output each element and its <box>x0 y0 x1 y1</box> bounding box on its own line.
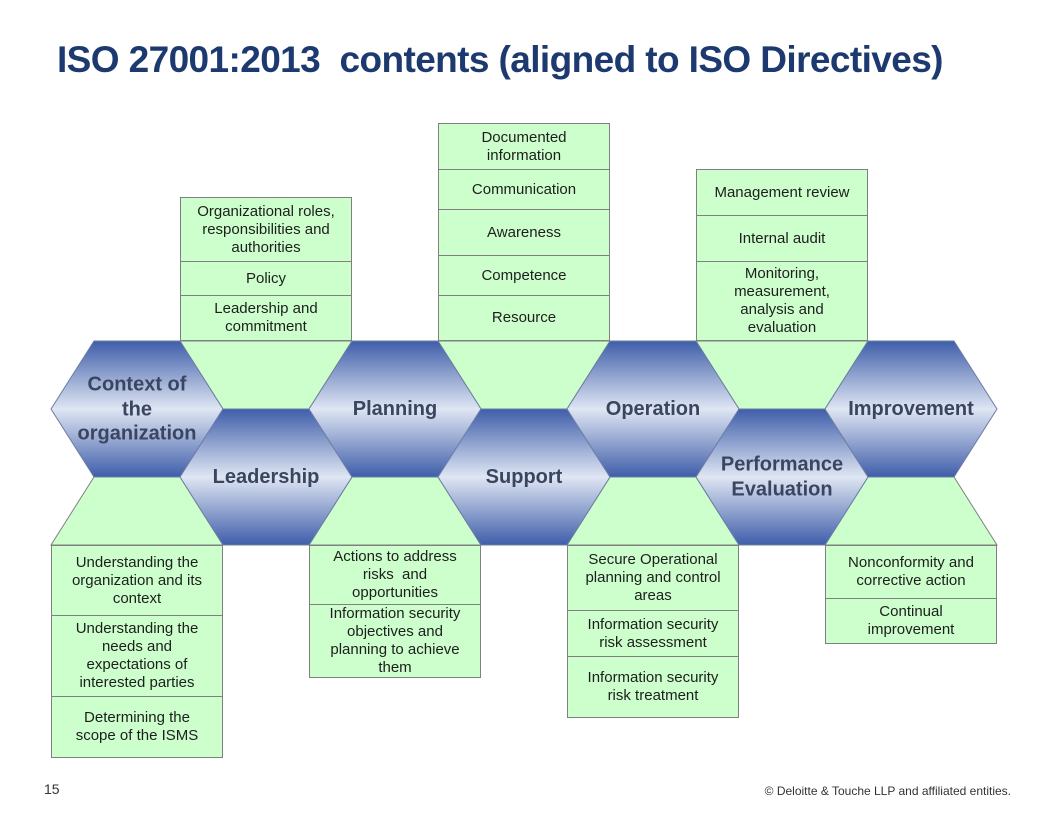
topic-item: Leadership and commitment <box>181 295 351 340</box>
topic-item: Understanding the organization and its c… <box>71 553 203 607</box>
hexagon-label-context: Context of the organization <box>77 373 197 445</box>
topic-item: Organizational roles, responsibilities a… <box>197 202 335 256</box>
topic-item: Actions to address risks and opportuniti… <box>333 548 457 601</box>
hexagon-label-operation: Operation <box>605 397 701 420</box>
topic-item: Documented information <box>481 128 567 164</box>
hexagon-label-support: Support <box>485 465 563 488</box>
box-improvement-topics: Nonconformity and corrective action Cont… <box>825 545 997 644</box>
slide-title: ISO 27001:2013 contents (aligned to ISO … <box>57 39 944 80</box>
topic-item: Awareness <box>439 209 609 255</box>
box-leadership-topics: Organizational roles, responsibilities a… <box>180 197 352 341</box>
topic-item: Competence <box>439 255 609 295</box>
topic-item: Understanding the needs and expectations… <box>52 615 222 696</box>
topic-item: Monitoring, measurement, analysis and ev… <box>697 261 867 340</box>
topic-item: Communication <box>439 169 609 209</box>
box-operation-topics: Secure Operational planning and control … <box>567 545 739 718</box>
connectors <box>50 340 998 546</box>
topic-item: Internal audit <box>697 215 867 261</box>
hexagon-label-planning: Planning <box>352 397 438 420</box>
hexagon-label-improvement: Improvement <box>848 397 974 420</box>
topic-item: Resource <box>439 295 609 340</box>
topic-item: Management review <box>714 183 850 201</box>
topic-item: Secure Operational planning and control … <box>585 551 721 604</box>
topic-item: Nonconformity and corrective action <box>848 554 974 589</box>
hexagon-improvement <box>824 340 998 478</box>
box-planning-topics: Actions to address risks and opportuniti… <box>309 545 481 678</box>
clause-hexagons <box>50 340 998 546</box>
topic-item: Information security risk treatment <box>568 656 738 717</box>
topic-item: Information security objectives and plan… <box>310 604 480 677</box>
hexagon-label-performance-evaluation: Performance Evaluation <box>720 453 844 501</box>
box-context-topics: Understanding the organization and its c… <box>51 545 223 758</box>
copyright-notice: © Deloitte & Touche LLP and affiliated e… <box>764 784 1011 798</box>
hexagon-label-leadership: Leadership <box>212 465 320 488</box>
topic-item: Determining the scope of the ISMS <box>52 696 222 757</box>
box-support-topics: Documented information Communication Awa… <box>438 123 610 341</box>
page-number: 15 <box>44 781 60 797</box>
box-performance-evaluation-topics: Management review Internal audit Monitor… <box>696 169 868 341</box>
topic-item: Policy <box>181 261 351 295</box>
topic-item: Continual improvement <box>826 598 996 643</box>
topic-item: Information security risk assessment <box>568 610 738 656</box>
